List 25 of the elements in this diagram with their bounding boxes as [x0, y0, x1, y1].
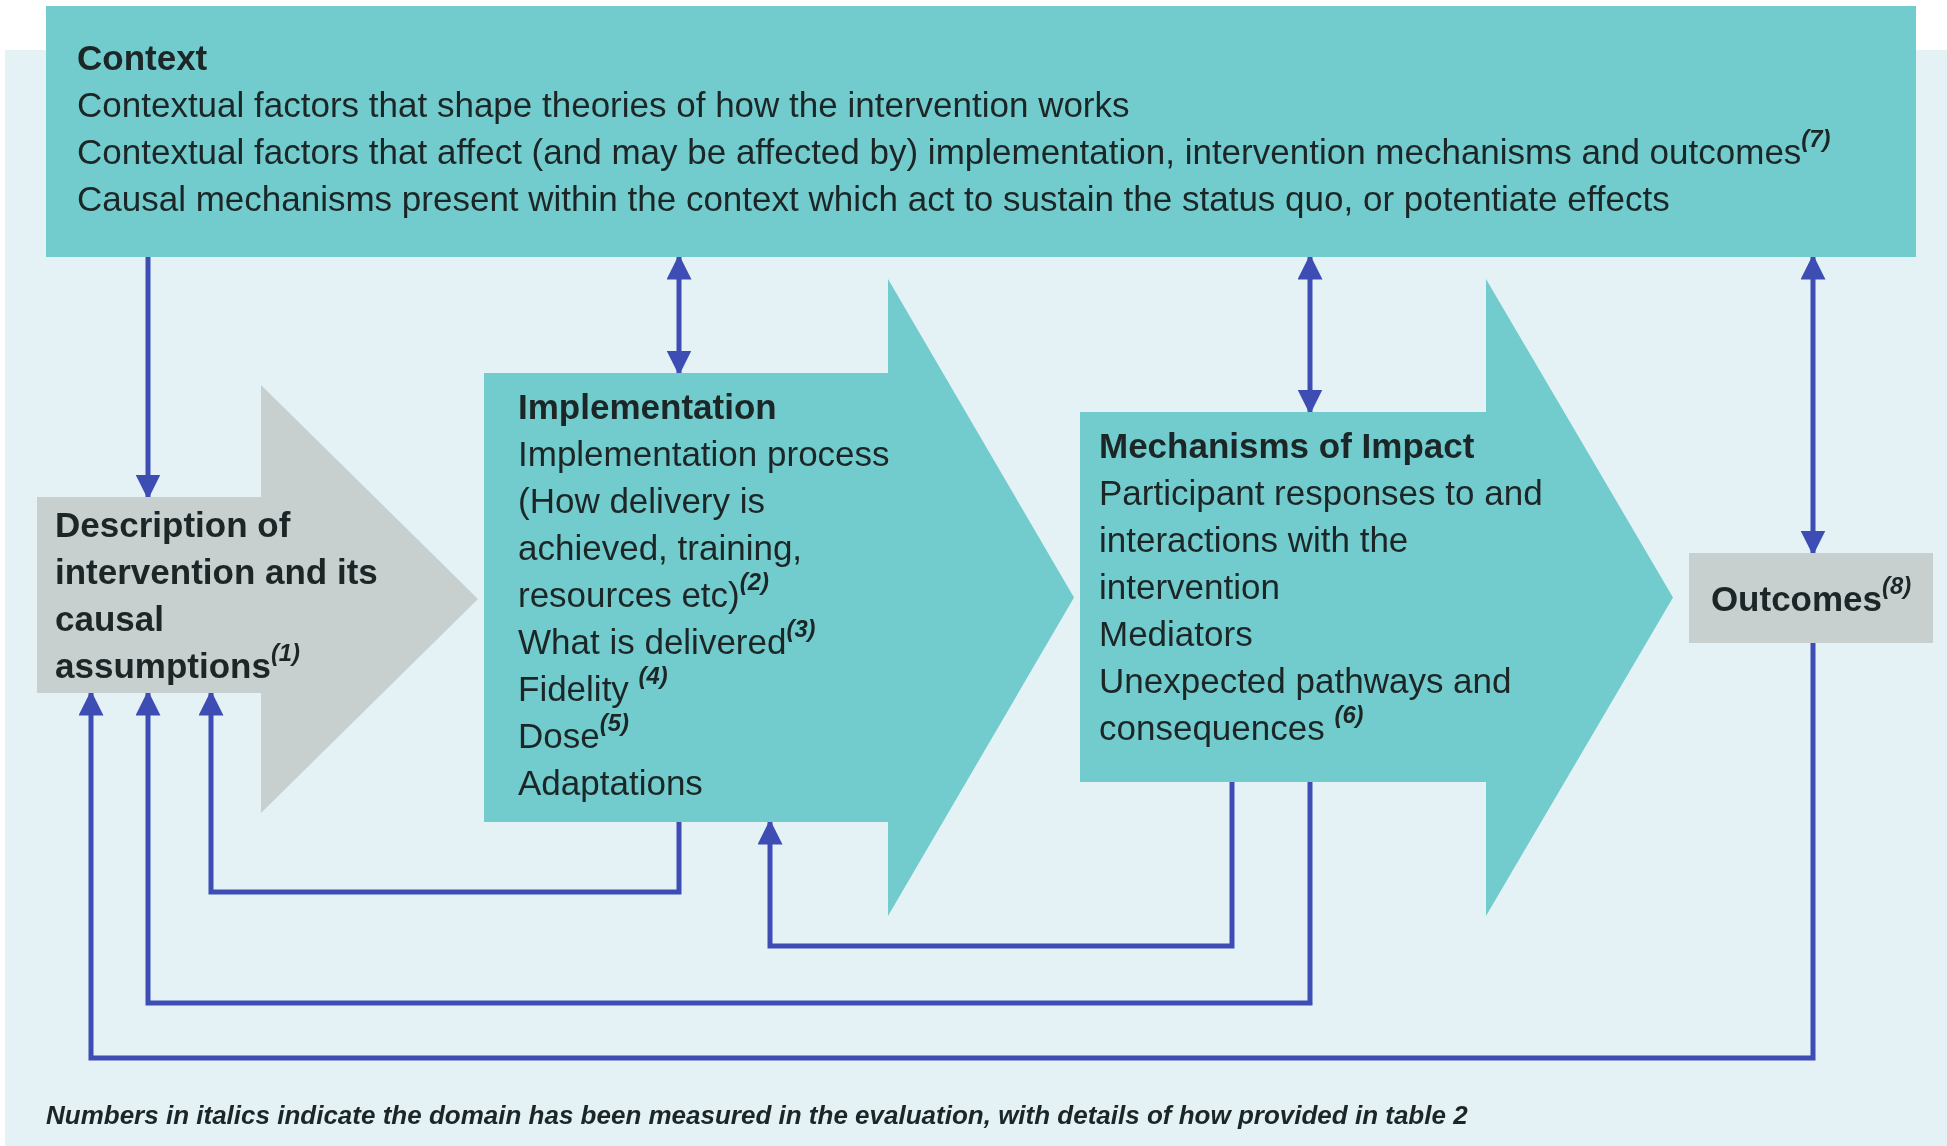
node-text: Unexpected pathways and consequences $^{(6)}$: [1099, 660, 1513, 749]
node-text: Participant responses to and interactions with the intervention: [1099, 472, 1544, 608]
outcome-box: [1689, 553, 1933, 643]
node-text: Contextual factors that affect (and may be affected by) implementation, intervention mechanisms and outcomes$^{(7)}$: [77, 128, 1831, 173]
node-text: Mediators: [1099, 613, 1253, 655]
node-text: Fidelity $^{(4)}$: [518, 665, 668, 710]
arrow: [135, 257, 161, 500]
context-box: [46, 6, 1916, 257]
node-text: Outcomes$^{(8)}$: [1710, 574, 1912, 620]
node-text: Description of intervention and its causal assumptions$^{(1)}$: [55, 504, 379, 687]
node-text: Contextual factors that shape theories of how the intervention works: [77, 84, 1130, 126]
node-text: Implementation process (How delivery is achieved, training, resources etc)$^{(2)}$: [518, 433, 891, 616]
node-text: Dose$^{(5)}$: [518, 712, 629, 757]
caption: Numbers in italics indicate the domain has been measured in the evaluation, with details of how provided in table 2: [46, 1100, 1468, 1131]
stage-box: [484, 279, 1074, 916]
node-text: Causal mechanisms present within the context which act to sustain the status quo, or potentiate effects: [77, 178, 1670, 220]
node-text: Adaptations: [518, 762, 703, 804]
node-heading: Mechanisms of Impact: [1099, 425, 1475, 467]
node-heading: Context: [77, 37, 208, 79]
stage-box: [1080, 279, 1673, 916]
stage-box: [37, 385, 478, 813]
arrow: [78, 643, 1816, 1061]
arrow: [757, 782, 1235, 949]
node-heading: Implementation: [518, 386, 777, 428]
node-text: What is delivered$^{(3)}$: [518, 618, 816, 663]
